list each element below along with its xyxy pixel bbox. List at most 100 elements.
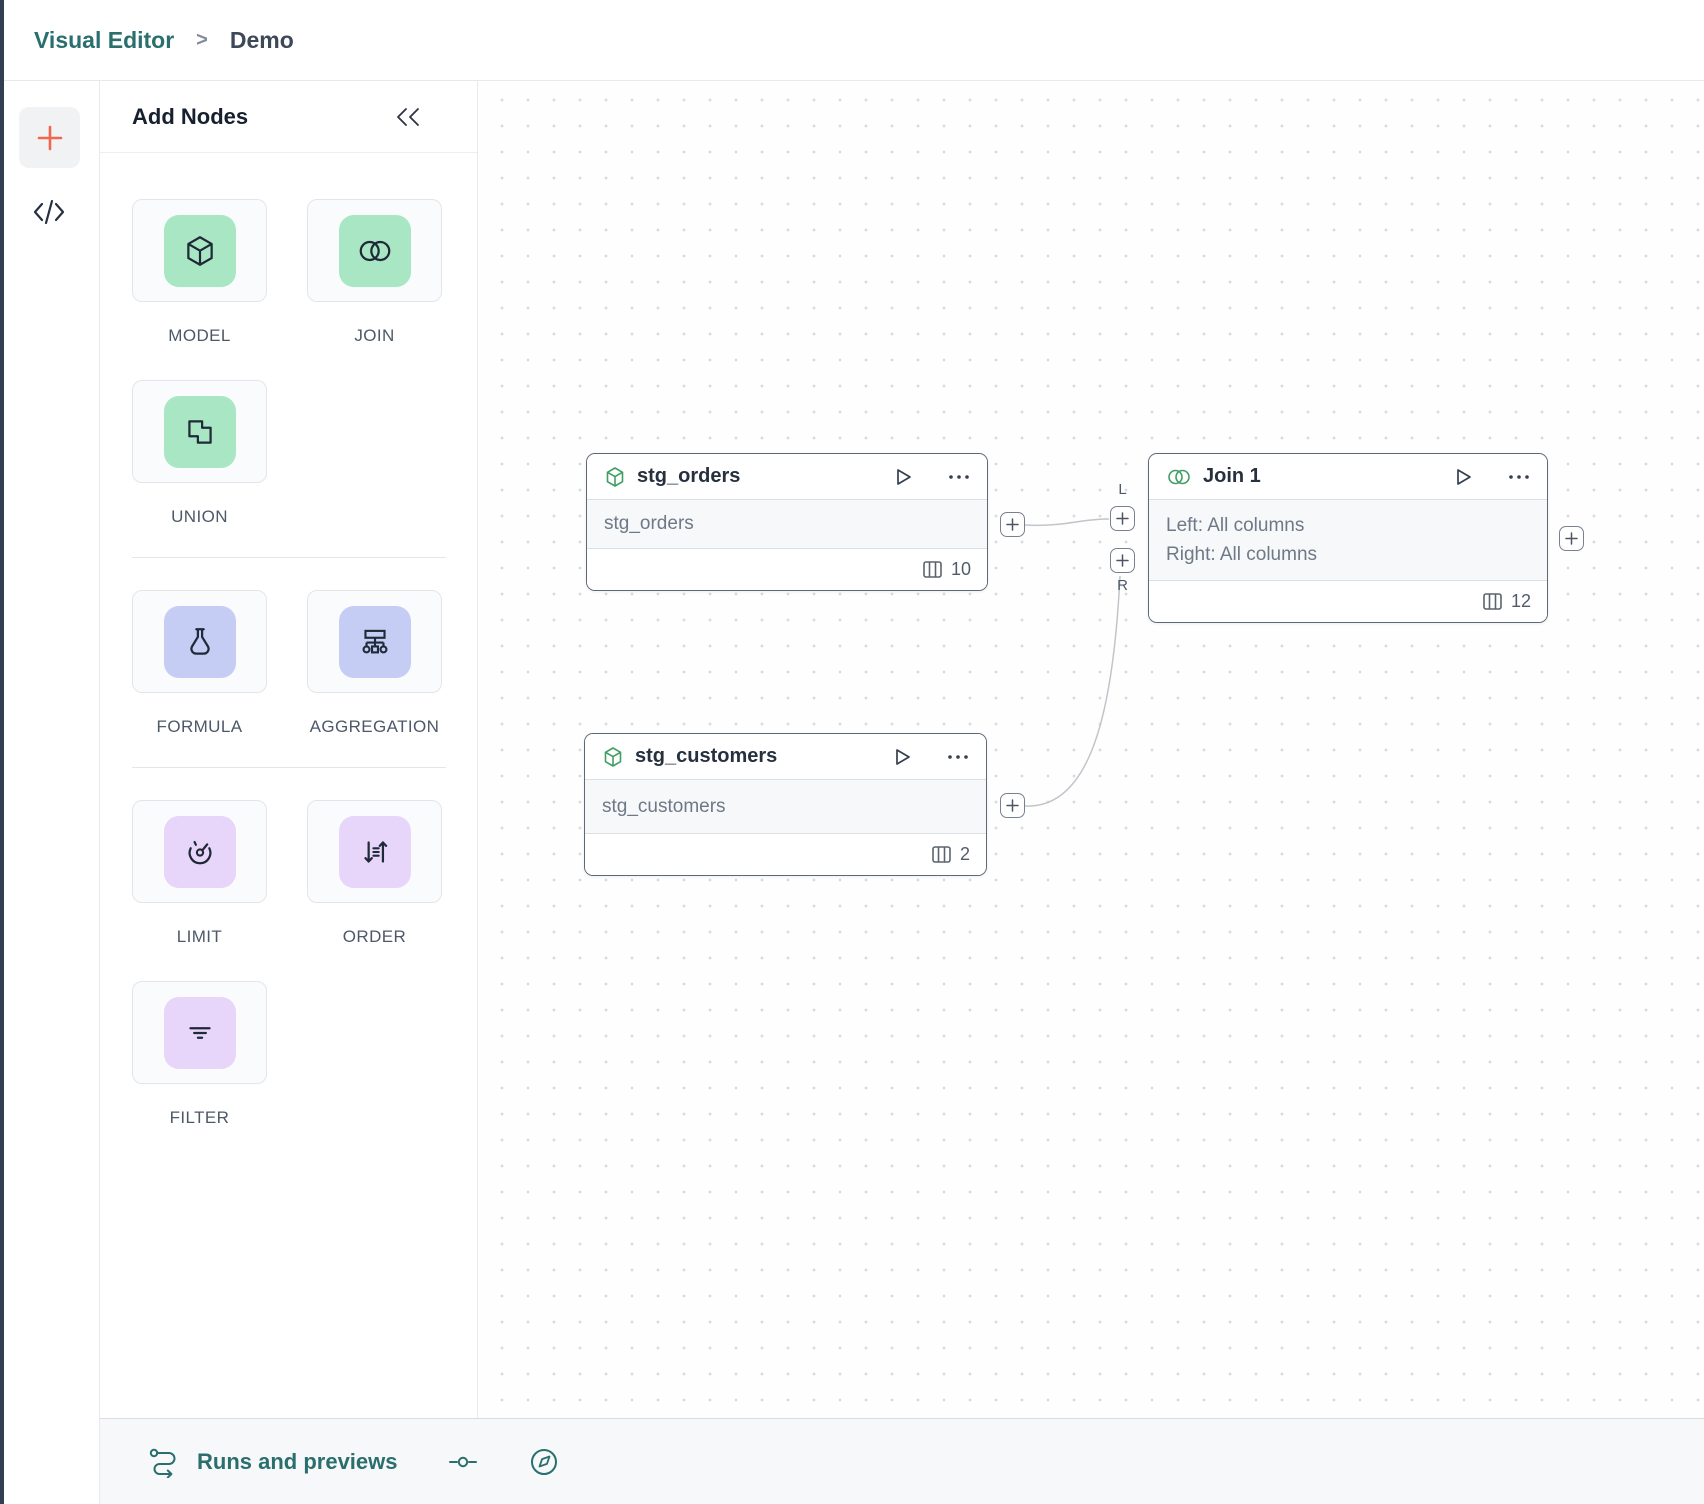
node-footer: 2 <box>585 834 986 875</box>
model-cube-icon <box>606 466 624 487</box>
node-palette: MODEL JOIN UNION <box>100 153 477 1128</box>
breadcrumb-current-demo: Demo <box>229 26 294 53</box>
column-count: 12 <box>1510 591 1531 611</box>
palette-item-label: LIMIT <box>176 927 223 946</box>
play-icon <box>1457 468 1471 485</box>
icon-rail <box>0 81 99 1504</box>
port-stg-customers-output[interactable] <box>1000 793 1025 818</box>
edges-layer <box>1024 518 1121 807</box>
union-shapes-icon <box>187 419 212 444</box>
node-menu-button[interactable] <box>947 754 969 760</box>
node-stg-orders[interactable]: stg_orders stg_orders 10 <box>586 453 988 591</box>
node-stg-customers[interactable]: stg_customers stg_customers 2 <box>584 733 987 876</box>
port-join-left-input[interactable] <box>1110 506 1135 531</box>
node-body-text: stg_orders <box>604 513 694 534</box>
palette-item-label: ORDER <box>342 927 407 946</box>
explore-button[interactable] <box>528 1446 560 1478</box>
join-venn-icon <box>359 240 390 261</box>
play-icon <box>897 468 911 485</box>
add-node-button[interactable] <box>19 107 80 168</box>
palette-item-formula[interactable]: FORMULA <box>132 590 267 737</box>
node-title: stg_orders <box>637 465 741 487</box>
collapse-panel-button[interactable] <box>395 106 421 128</box>
port-join-right-input[interactable] <box>1110 548 1135 573</box>
port-join-output[interactable] <box>1559 526 1584 551</box>
plus-icon <box>1116 554 1129 567</box>
palette-item-label: FILTER <box>169 1108 230 1127</box>
runs-and-previews-label: Runs and previews <box>197 1448 398 1474</box>
top-header: Visual Editor > Demo <box>0 0 1704 81</box>
plus-icon <box>1006 799 1019 812</box>
code-view-button[interactable] <box>26 189 72 235</box>
join-right-port-label: R <box>1117 577 1128 594</box>
order-sort-icon <box>363 840 387 863</box>
palette-divider <box>132 557 446 558</box>
column-count: 2 <box>959 844 970 864</box>
palette-group-shape: LIMIT ORDER FILTER <box>132 800 444 1128</box>
node-header: Join 1 <box>1149 454 1547 499</box>
node-footer: 10 <box>587 549 987 590</box>
column-count: 10 <box>950 559 971 579</box>
edge-stg-customers-to-join-right[interactable] <box>1024 575 1121 807</box>
panel-header: Add Nodes <box>100 81 477 153</box>
node-menu-button[interactable] <box>1508 474 1530 480</box>
node-title: Join 1 <box>1203 465 1261 487</box>
more-menu-icon <box>948 754 968 759</box>
palette-item-filter[interactable]: FILTER <box>132 981 267 1128</box>
palette-group-sources: MODEL JOIN UNION <box>132 199 444 527</box>
node-title: stg_customers <box>635 745 778 767</box>
more-menu-icon <box>1509 474 1529 479</box>
bottom-bar: Runs and previews <box>99 1418 1704 1504</box>
more-menu-icon <box>949 474 969 479</box>
filter-lines-icon <box>188 1026 211 1039</box>
collapse-chevrons-icon <box>397 107 419 126</box>
node-body: Left: All columns Right: All columns <box>1149 499 1547 581</box>
commit-button[interactable] <box>448 1450 478 1474</box>
node-join-1[interactable]: Join 1 Left: All columns Right: All colu… <box>1148 453 1548 623</box>
runs-and-previews-button[interactable]: Runs and previews <box>148 1446 398 1478</box>
node-menu-button[interactable] <box>948 474 970 480</box>
node-footer: 12 <box>1149 581 1547 622</box>
formula-flask-icon <box>189 627 210 655</box>
edge-stg-orders-to-join-left[interactable] <box>1024 518 1110 527</box>
model-cube-icon <box>604 746 622 767</box>
model-cube-icon <box>186 235 213 266</box>
palette-item-label: MODEL <box>168 326 231 345</box>
palette-item-join[interactable]: JOIN <box>307 199 442 346</box>
palette-item-label: JOIN <box>354 326 395 345</box>
play-icon <box>896 748 910 765</box>
aggregation-tree-icon <box>362 629 387 653</box>
palette-item-label: UNION <box>171 507 228 526</box>
palette-item-order[interactable]: ORDER <box>307 800 442 947</box>
palette-group-transform: FORMULA AGGREGATION <box>132 590 444 737</box>
node-header: stg_orders <box>587 454 987 499</box>
code-icon <box>33 199 65 225</box>
run-node-button[interactable] <box>893 467 913 487</box>
port-stg-orders-output[interactable] <box>1000 512 1025 537</box>
join-right-summary: Right: All columns <box>1166 543 1318 565</box>
palette-item-model[interactable]: MODEL <box>132 199 267 346</box>
node-header: stg_customers <box>585 734 986 779</box>
run-node-button[interactable] <box>892 747 912 767</box>
run-node-button[interactable] <box>1453 467 1473 487</box>
canvas[interactable]: stg_orders stg_orders 10 <box>479 81 1704 1418</box>
node-body: stg_orders <box>587 499 987 549</box>
columns-icon <box>923 561 942 578</box>
palette-divider <box>132 767 446 768</box>
git-commit-icon <box>448 1456 477 1467</box>
node-body-text: stg_customers <box>602 795 726 817</box>
join-left-port-label: L <box>1118 481 1127 498</box>
palette-item-aggregation[interactable]: AGGREGATION <box>307 590 442 737</box>
join-left-summary: Left: All columns <box>1166 514 1305 536</box>
palette-item-union[interactable]: UNION <box>132 380 267 527</box>
plus-icon <box>1116 512 1129 525</box>
palette-item-label: FORMULA <box>156 717 243 736</box>
plus-icon <box>37 125 62 150</box>
node-body: stg_customers <box>585 779 986 834</box>
breadcrumb-separator: > <box>196 28 208 51</box>
breadcrumb-visual-editor[interactable]: Visual Editor <box>34 26 175 53</box>
palette-item-label: AGGREGATION <box>309 717 440 736</box>
palette-item-limit[interactable]: LIMIT <box>132 800 267 947</box>
add-nodes-panel: Add Nodes MODEL <box>99 81 478 1418</box>
plus-icon <box>1006 518 1019 531</box>
